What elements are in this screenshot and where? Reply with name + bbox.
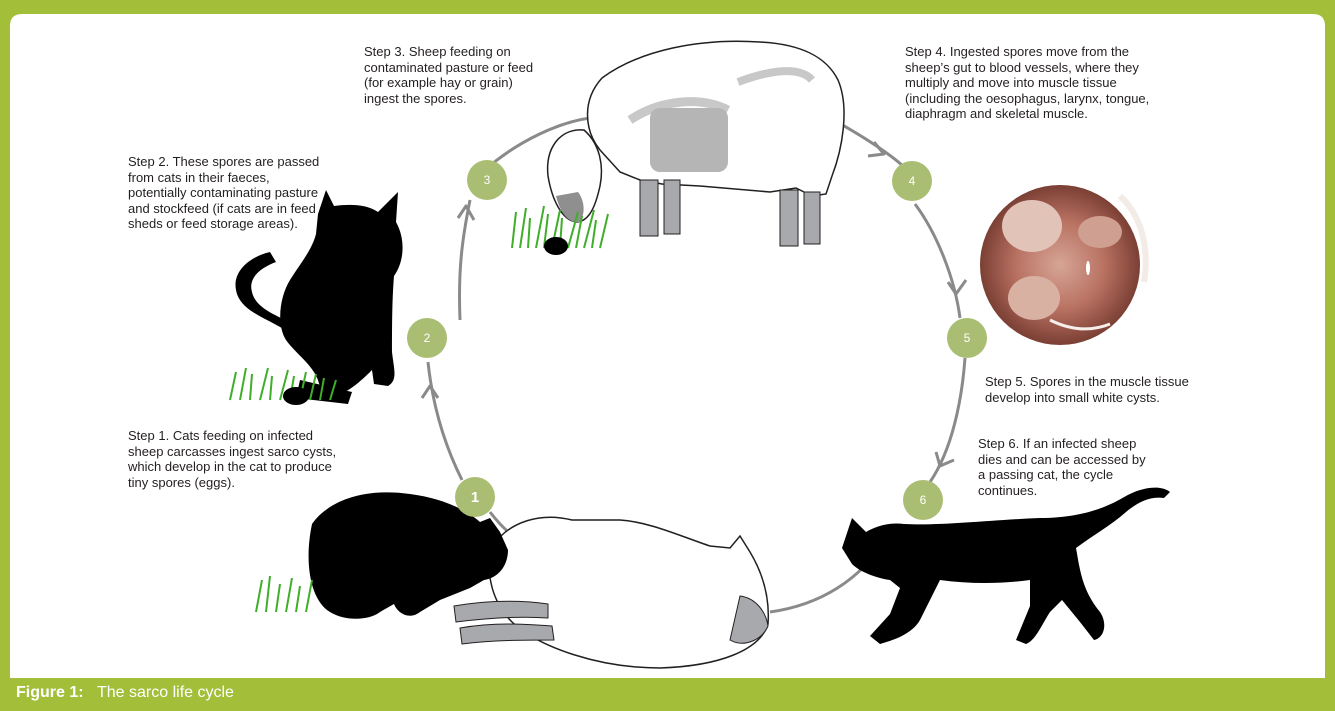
step-number-4: 4 bbox=[892, 161, 932, 201]
step-3-heading: Step 3. bbox=[364, 44, 405, 59]
faeces-pellet bbox=[283, 387, 309, 405]
figure-caption-bar: Figure 1: The sarco life cycle bbox=[0, 678, 1335, 711]
arrow-to-4 bbox=[868, 142, 884, 156]
arc-4-5 bbox=[915, 204, 960, 318]
step-4-description: Step 4. Ingested spores move from the sh… bbox=[905, 44, 1165, 122]
arc-1-2 bbox=[428, 362, 462, 480]
step-number-2: 2 bbox=[407, 318, 447, 358]
step-3-description: Step 3. Sheep feeding on contaminated pa… bbox=[364, 44, 594, 106]
grass-tuft bbox=[256, 576, 312, 612]
step-4-heading: Step 4. bbox=[905, 44, 946, 59]
sheep-gut bbox=[650, 108, 728, 172]
step-6-description: Step 6. If an infected sheep dies and ca… bbox=[978, 436, 1188, 498]
arrow-to-5 bbox=[948, 280, 966, 294]
step-2-description: Step 2. These spores are passed from cat… bbox=[128, 154, 363, 232]
step-1-description: Step 1. Cats feeding on infected sheep c… bbox=[128, 428, 368, 490]
step-number-1: 1 bbox=[455, 477, 495, 517]
figure-caption-label: Figure 1: bbox=[16, 684, 84, 702]
step-2-heading: Step 2. bbox=[128, 154, 169, 169]
cat-walking-silhouette bbox=[842, 488, 1170, 644]
step-1-heading: Step 1. bbox=[128, 428, 169, 443]
step-number-5: 5 bbox=[947, 318, 987, 358]
step-6-heading: Step 6. bbox=[978, 436, 1019, 451]
step-5-description: Step 5. Spores in the muscle tissue deve… bbox=[985, 374, 1225, 405]
step-5-heading: Step 5. bbox=[985, 374, 1026, 389]
arrow-up-1-2 bbox=[422, 386, 438, 398]
faeces-pellet bbox=[544, 237, 568, 255]
infected-tissue-photo bbox=[980, 185, 1146, 345]
step-number-6: 6 bbox=[903, 480, 943, 520]
figure-caption-text: The sarco life cycle bbox=[97, 684, 234, 702]
step-number-3: 3 bbox=[467, 160, 507, 200]
arc-2-3 bbox=[459, 200, 470, 320]
